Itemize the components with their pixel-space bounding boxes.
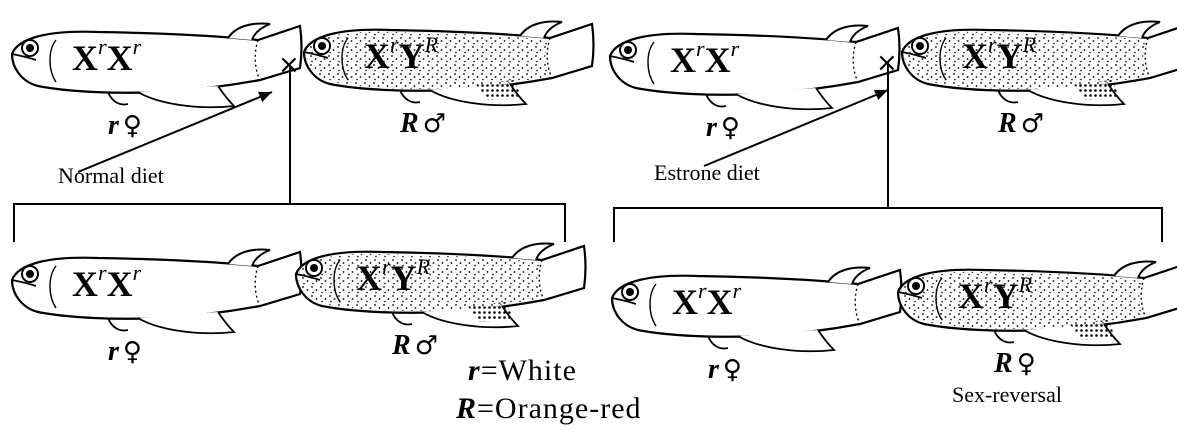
phenotype-allele: R: [392, 330, 411, 361]
allele-superscript: r: [733, 278, 742, 303]
male-symbol: ♂: [415, 331, 438, 361]
allele-superscript: r: [731, 36, 740, 61]
offspring-phenotype: r♀: [708, 356, 742, 384]
phenotype-allele: r: [108, 336, 119, 367]
allele-superscript: R: [425, 32, 438, 57]
parent-fish: [610, 26, 900, 110]
chromosome-letter: X: [707, 282, 733, 322]
parent-fish: [12, 24, 302, 108]
chromosome-letter: Y: [997, 36, 1023, 76]
offspring-phenotype: R♀: [994, 350, 1036, 378]
offspring-genotype: XrYR: [356, 260, 430, 296]
parent-phenotype: R♂: [400, 110, 446, 138]
allele-superscript: r: [98, 260, 107, 285]
offspring-bracket: [614, 208, 1162, 242]
chromosome-letter: X: [958, 276, 984, 316]
chromosome-letter: X: [364, 36, 390, 76]
parent-genotype: XrXr: [72, 40, 141, 76]
allele-superscript: r: [390, 32, 399, 57]
allele-superscript: R: [1023, 32, 1036, 57]
legend-text: =White: [481, 354, 577, 387]
chromosome-letter: Y: [399, 36, 425, 76]
female-symbol: ♀: [123, 337, 142, 367]
legend-text: =Orange-red: [477, 392, 642, 425]
offspring-phenotype: R♂: [392, 332, 438, 360]
chromosome-letter: X: [705, 40, 731, 80]
offspring-fish: [296, 244, 586, 328]
legend-key: R: [456, 392, 477, 425]
offspring-fish: [612, 268, 902, 352]
chromosome-letter: X: [107, 264, 133, 304]
female-symbol: ♀: [123, 111, 142, 141]
male-symbol: ♂: [1021, 109, 1044, 139]
phenotype-allele: r: [706, 112, 717, 143]
chromosome-letter: Y: [391, 258, 417, 298]
cross-symbol: ×: [278, 52, 300, 78]
parent-genotype: XrYR: [962, 38, 1036, 74]
chromosome-letter: X: [356, 258, 382, 298]
phenotype-allele: r: [108, 110, 119, 141]
allele-superscript: R: [417, 254, 430, 279]
phenotype-allele: R: [400, 108, 419, 139]
parent-fish: [902, 22, 1177, 106]
offspring-genotype: XrXr: [72, 266, 141, 302]
phenotype-allele: R: [994, 348, 1013, 379]
parent-phenotype: r♀: [108, 112, 142, 140]
chromosome-letter: X: [670, 40, 696, 80]
offspring-genotype: XrXr: [672, 284, 741, 320]
chromosome-letter: X: [107, 38, 133, 78]
arrow-head: [874, 90, 888, 100]
parent-phenotype: r♀: [706, 114, 740, 142]
offspring-bracket: [14, 204, 565, 242]
parent-genotype: XrXr: [670, 42, 739, 78]
female-symbol: ♀: [723, 355, 742, 385]
allele-superscript: r: [98, 34, 107, 59]
chromosome-letter: Y: [993, 276, 1019, 316]
phenotype-allele: R: [998, 108, 1017, 139]
parent-fish: [304, 22, 594, 106]
offspring-fish: [12, 250, 302, 334]
allele-superscript: r: [698, 278, 707, 303]
cross-symbol: ×: [876, 50, 898, 76]
legend-row: r=White: [468, 356, 577, 386]
chromosome-letter: X: [672, 282, 698, 322]
allele-superscript: r: [984, 272, 993, 297]
female-symbol: ♀: [1017, 349, 1036, 379]
male-symbol: ♂: [423, 109, 446, 139]
diet-label: Estrone diet: [654, 162, 760, 184]
allele-superscript: r: [988, 32, 997, 57]
allele-superscript: r: [133, 260, 142, 285]
chromosome-letter: X: [962, 36, 988, 76]
allele-superscript: r: [133, 34, 142, 59]
diet-label: Normal diet: [58, 165, 164, 187]
female-symbol: ♀: [721, 113, 740, 143]
allele-superscript: R: [1019, 272, 1032, 297]
legend-row: R=Orange-red: [456, 394, 642, 424]
chromosome-letter: X: [72, 38, 98, 78]
arrow-head: [258, 92, 272, 102]
phenotype-allele: r: [708, 354, 719, 385]
offspring-genotype: XrYR: [958, 278, 1032, 314]
allele-superscript: r: [696, 36, 705, 61]
parent-phenotype: R♂: [998, 110, 1044, 138]
sex-reversal-note: Sex-reversal: [952, 384, 1062, 406]
parent-genotype: XrYR: [364, 38, 438, 74]
offspring-fish: [898, 262, 1177, 346]
allele-superscript: r: [382, 254, 391, 279]
offspring-phenotype: r♀: [108, 338, 142, 366]
legend-key: r: [468, 354, 481, 387]
chromosome-letter: X: [72, 264, 98, 304]
